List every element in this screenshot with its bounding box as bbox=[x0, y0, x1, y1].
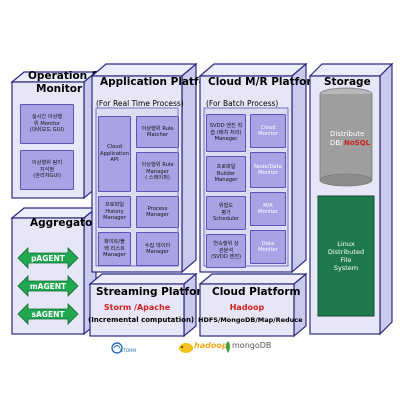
storage-title: Storage bbox=[324, 76, 371, 88]
cloud-platform-frame bbox=[198, 272, 308, 338]
streaming-platform-title: Streaming Platform bbox=[96, 286, 213, 298]
risk-scheduler-module: 위험도 평가 Scheduler bbox=[206, 196, 246, 230]
storm-apache-label: Storm /Apache bbox=[103, 303, 171, 312]
mongodb-leaf-icon bbox=[226, 341, 230, 353]
db-label-db: DB/ bbox=[330, 139, 343, 147]
storm-logo-text: STORM bbox=[120, 349, 137, 354]
process-manager-module: Process Manager bbox=[136, 196, 179, 228]
hadoop-logo-text: hadoop bbox=[194, 341, 228, 350]
agent-arrows bbox=[17, 247, 79, 325]
collected-data-module: 수집 데이터 Manager bbox=[136, 232, 179, 266]
profile-builder-module: 프로파일 Builder Manager bbox=[206, 156, 246, 192]
rule-manager-module: 이상행위 Rule Manager ( 스레이퍼) bbox=[136, 152, 179, 192]
magent-label: mAGENT bbox=[29, 282, 67, 291]
hadoop-elephant-icon bbox=[179, 343, 193, 353]
cloud-application-api-module: Cloud Application API bbox=[98, 116, 131, 192]
storm-logo bbox=[111, 342, 123, 354]
svdd-learning-module: SVDD 엔진 학 습 (배치 처리) Manager bbox=[206, 114, 246, 152]
storage-frame bbox=[308, 62, 394, 336]
sagent-label: sAGENT bbox=[31, 310, 65, 319]
cloud-mr-platform-title: Cloud M/R Platform bbox=[208, 76, 323, 88]
rule-matcher-module: 이상행위 Rule Matcher bbox=[136, 116, 179, 148]
mr-monitor-module: M/R Monitor bbox=[250, 192, 286, 226]
anomaly-knowledge-module: 이상행위 탐지 지식정 (관리자GUI) bbox=[20, 150, 74, 190]
data-monitor-module: Data Monitor bbox=[250, 230, 286, 264]
cloud-mr-platform-subtitle: (For Batch Process) bbox=[206, 99, 279, 108]
linux-dfs-module: Linux Distributed File System bbox=[327, 240, 365, 272]
pagent-label: pAGENT bbox=[31, 254, 65, 263]
node-data-monitor-module: Node/Data Monitor bbox=[250, 152, 286, 188]
aggregator-title: Aggregator bbox=[30, 217, 98, 229]
whitelist-manager-module: 화이트/블 랙 리스트 Manager bbox=[98, 232, 131, 266]
realtime-monitor-module: 실시간 이상행 위 Monitor (대쉬보드 GUI) bbox=[20, 104, 74, 144]
cloud-platform-title: Cloud Platform bbox=[212, 286, 301, 298]
operation-title-line2: Monitor bbox=[36, 83, 83, 95]
streaming-platform-frame bbox=[88, 272, 198, 338]
hadoop-label: Hadoop bbox=[229, 303, 265, 312]
operation-title: Operation & bbox=[28, 70, 100, 82]
hdfs-mongodb-label: HDFS/MongoDB/Map/Reduce bbox=[198, 316, 303, 324]
incremental-computation-label: (Incremental computation) bbox=[88, 316, 195, 324]
cloud-monitor-module: Cloud Monitor bbox=[250, 114, 286, 148]
svdd-correlation-module: 연속행위 상 관분석 (SVDD 엔진) bbox=[206, 234, 246, 268]
db-label-nosql: NoSQL bbox=[344, 139, 371, 147]
application-platform-title: Application Platform bbox=[100, 76, 222, 88]
mongodb-logo-text: mongoDB bbox=[232, 341, 272, 350]
db-label-distribute: Distribute bbox=[330, 130, 365, 138]
profile-history-module: 프로파일 History Manager bbox=[98, 196, 131, 228]
application-platform-subtitle: (For Real Time Process) bbox=[96, 99, 184, 108]
